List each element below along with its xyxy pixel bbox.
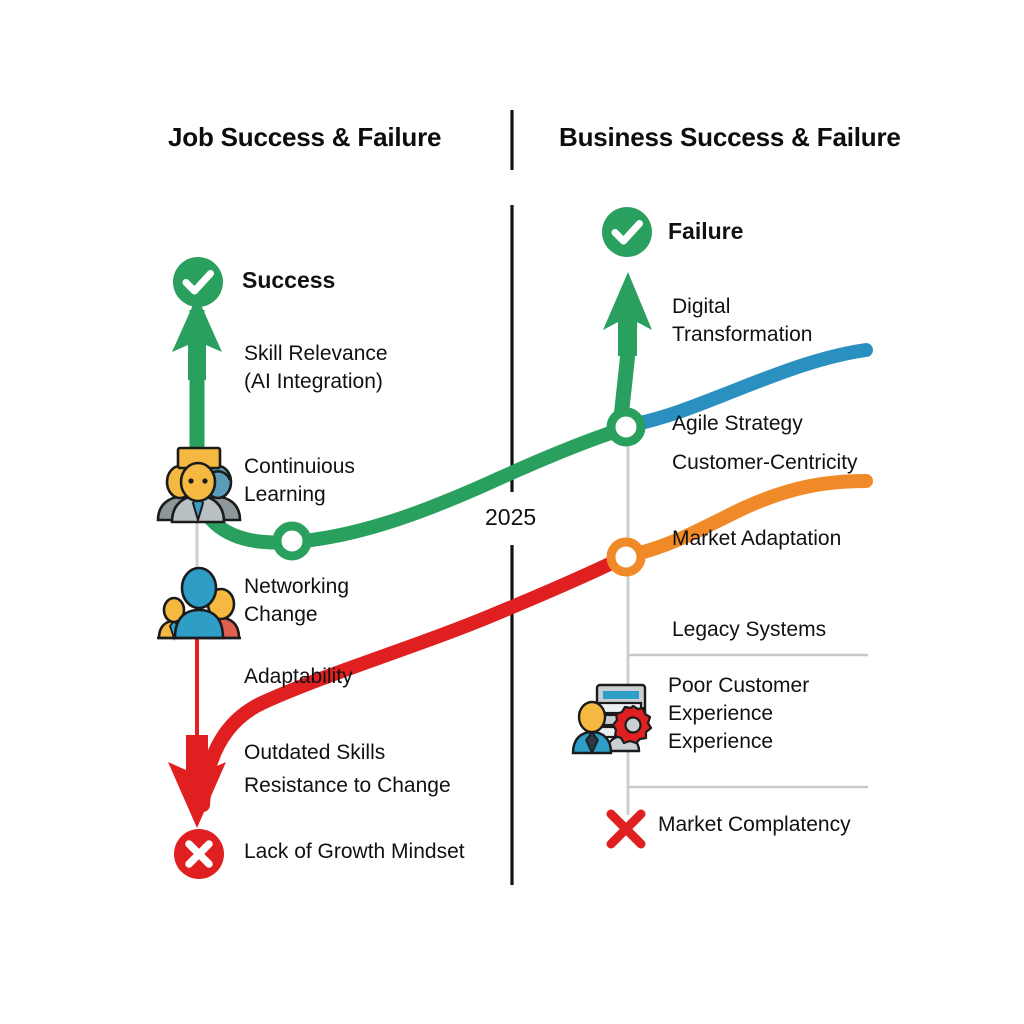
label-agile-strategy: Agile Strategy	[672, 412, 803, 435]
label-continuous-learning: Continuious Learning	[244, 455, 355, 506]
label-resistance-to-change: Resistance to Change	[244, 774, 451, 797]
check-circle-icon-left-success[interactable]	[172, 256, 224, 308]
right-orange-trend-line	[629, 474, 873, 561]
label-legacy-systems: Legacy Systems	[672, 618, 827, 641]
left-success-label: Success	[242, 267, 336, 293]
panel-title-right: Business Success & Failure	[559, 122, 901, 152]
left-green-node	[272, 521, 312, 561]
label-digital-transformation: Digital Transformation	[672, 295, 813, 346]
label-market-adaptation: Market Adaptation	[672, 527, 842, 550]
left-failure-arrow-head	[168, 735, 226, 828]
x-mark-icon-right-bottom[interactable]	[603, 806, 649, 852]
team-group-icon	[152, 442, 244, 524]
right-blue-trend-line	[629, 343, 873, 431]
label-poor-customer-experience: Poor Customer Experience Experience	[668, 674, 810, 753]
x-circle-icon-left-failure[interactable]	[173, 828, 225, 880]
right-green-node	[606, 407, 646, 447]
right-bottom-label: Market Complatency	[658, 813, 851, 836]
customer-service-gear-icon	[571, 681, 663, 757]
left-green-trend-line	[190, 421, 633, 550]
panel-title-left: Job Success & Failure	[168, 122, 442, 152]
family-group-icon	[153, 566, 243, 642]
left-success-arrow-head	[172, 296, 222, 380]
label-networking-change: Networking Change	[244, 575, 350, 626]
label-customer-centricity: Customer-Centricity	[672, 451, 858, 474]
check-circle-icon-right-top[interactable]	[601, 206, 653, 258]
label-skill-relevance: Skill Relevance (AI Integration)	[244, 342, 388, 393]
label-outdated-skills: Outdated Skills	[244, 741, 386, 764]
right-top-label: Failure	[668, 218, 744, 244]
label-adaptability: Adaptability	[244, 665, 353, 688]
right-orange-node	[606, 537, 646, 577]
right-growth-arrow-head	[603, 272, 652, 356]
left-failure-label: Lack of Growth Mindset	[244, 840, 465, 863]
left-red-trend-line	[196, 549, 633, 812]
year-annotation-2025: 2025	[485, 504, 537, 530]
